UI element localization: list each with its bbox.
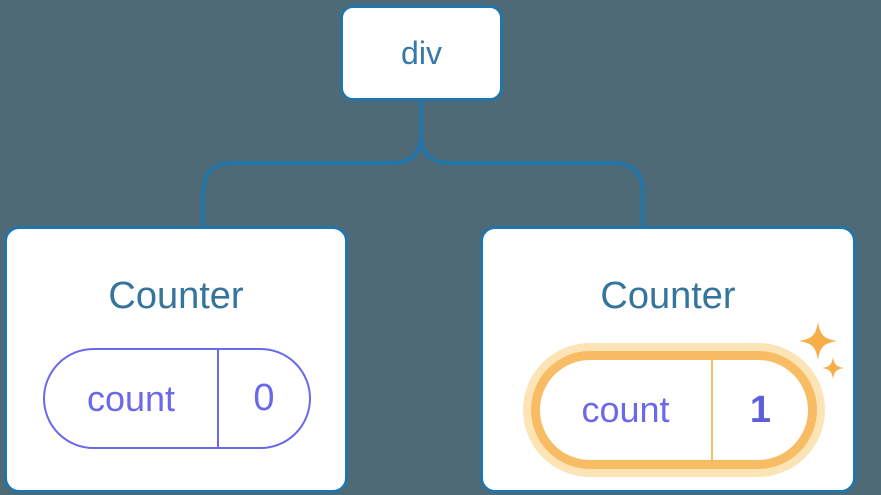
counter-title: Counter <box>108 275 244 317</box>
state-value: 0 <box>253 377 275 419</box>
state-label: count <box>45 350 219 447</box>
connector-left-branch <box>201 101 423 228</box>
state-pill-highlighted: count 1 <box>531 351 817 469</box>
counter-title: Counter <box>600 275 736 317</box>
div-node-label: div <box>401 34 442 71</box>
state-pill: count 0 <box>43 348 311 449</box>
connector-right-branch <box>419 101 645 228</box>
counter-card-left: Counter count 0 <box>4 226 348 493</box>
state-value: 1 <box>749 388 772 431</box>
counter-card-right: Counter count 1 <box>480 226 856 493</box>
tree-node-div: div <box>340 5 503 101</box>
state-label: count <box>540 360 713 460</box>
